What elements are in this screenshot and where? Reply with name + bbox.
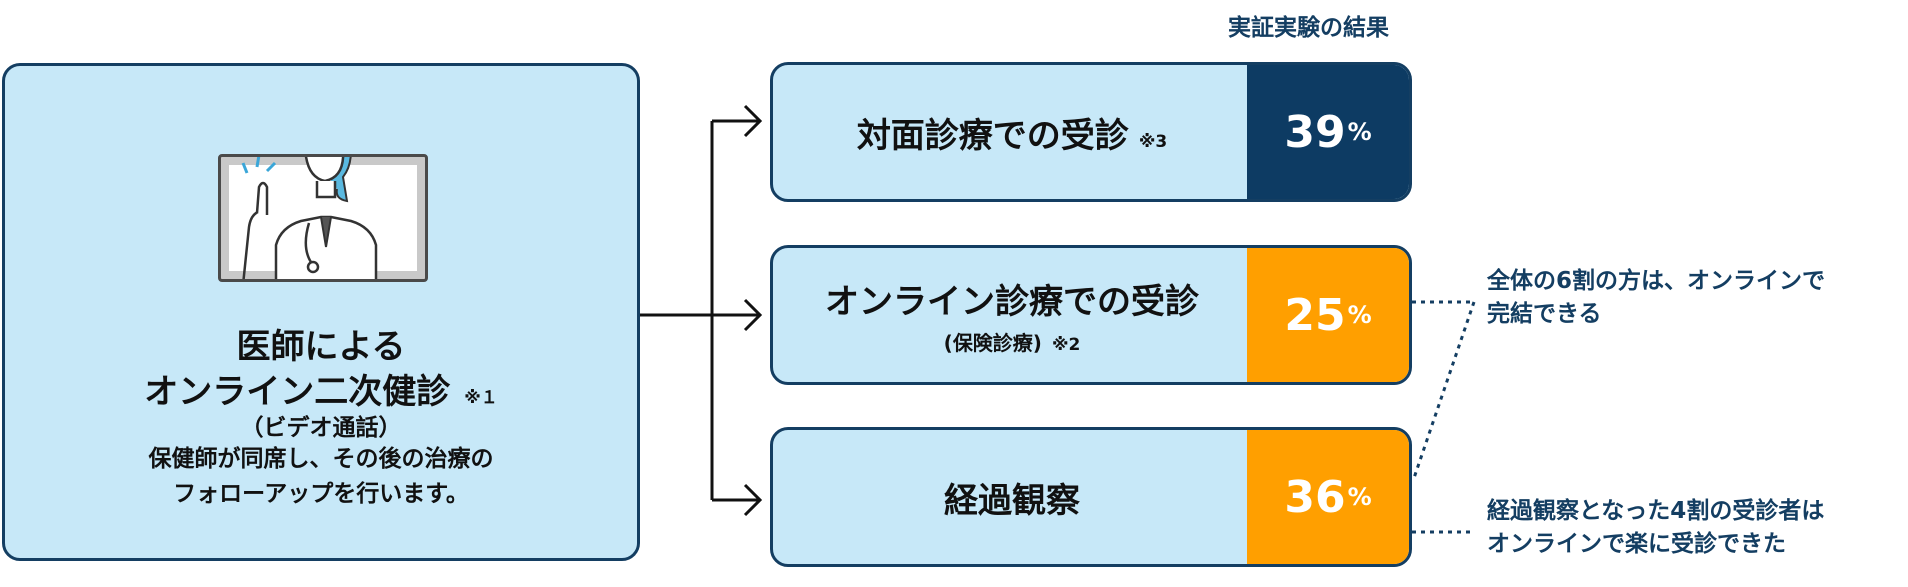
result-online: オンライン診療での受診 (保険診療) ※2 25% [770, 245, 1412, 385]
note-2: ※2 [1051, 335, 1081, 355]
doctor-icon [241, 157, 378, 279]
card-title-text: オンライン二次健診 [144, 372, 451, 412]
result-in-person: 対面診療での受診 ※3 39% [770, 62, 1412, 202]
card-title-line2: オンライン二次健診 ※１ [5, 364, 637, 413]
callout-online-complete: 全体の6割の方は、オンラインで 完結できる [1487, 265, 1825, 332]
callout-top-line2: 完結できる [1487, 301, 1602, 328]
result-in-person-value: 39% [1247, 65, 1409, 199]
result-in-person-label: 対面診療での受診 ※3 [773, 65, 1251, 199]
callout-bottom-line2: オンラインで楽に受診できた [1487, 531, 1786, 558]
percent-unit: % [1347, 118, 1372, 146]
percent-unit: % [1347, 301, 1372, 329]
percent-unit: % [1347, 483, 1372, 511]
card-note-1: ※１ [464, 388, 498, 408]
insurance-note: (保険診療) [943, 331, 1042, 355]
callout-top-line1: 全体の6割の方は、オンラインで [1487, 268, 1826, 294]
result-in-person-number: 39 [1284, 106, 1346, 158]
note-3: ※3 [1138, 131, 1168, 152]
result-observation-label-text: 経過観察 [944, 480, 1080, 521]
result-online-label: オンライン診療での受診 (保険診療) ※2 [773, 248, 1251, 382]
result-in-person-label-row: 対面診療での受診 ※3 [857, 108, 1167, 157]
result-online-number: 25 [1284, 289, 1346, 341]
result-online-value: 25% [1247, 248, 1409, 382]
result-observation-label: 経過観察 [773, 430, 1251, 564]
callout-bottom-line1: 経過観察となった4割の受診者は [1487, 498, 1825, 524]
card-description-line1: 保健師が同席し、その後の治療の [148, 446, 494, 472]
card-description: 保健師が同席し、その後の治療の フォローアップを行います。 [5, 442, 637, 511]
doctor-monitor-illustration [218, 154, 428, 282]
results-heading: 実証実験の結果 [1228, 15, 1389, 41]
result-in-person-label-text: 対面診療での受診 [856, 115, 1129, 156]
online-checkup-card: 医師による オンライン二次健診 ※１ （ビデオ通話） 保健師が同席し、その後の治療… [2, 63, 640, 561]
callout-observation: 経過観察となった4割の受診者は オンラインで楽に受診できた [1487, 495, 1824, 562]
result-observation-value: 36% [1247, 430, 1409, 564]
card-subtitle: （ビデオ通話） [240, 415, 402, 441]
result-observation: 経過観察 36% [770, 427, 1412, 567]
result-online-sub: (保険診療) ※2 [944, 327, 1081, 356]
card-title-line1: 医師による [236, 327, 406, 367]
result-observation-number: 36 [1284, 471, 1346, 523]
result-online-label-text: オンライン診療での受診 [825, 282, 1199, 322]
card-description-line2: フォローアップを行います。 [173, 480, 469, 507]
